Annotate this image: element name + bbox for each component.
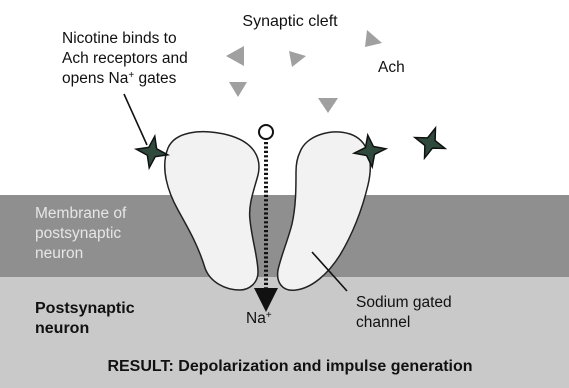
ach-label: Ach bbox=[378, 59, 405, 76]
na-label-sup: + bbox=[266, 310, 272, 321]
nicotine-label-line3-tail: gates bbox=[134, 70, 176, 87]
membrane-label-line3: neuron bbox=[35, 245, 83, 262]
sodium-channel-label-line2: channel bbox=[356, 314, 410, 331]
nicotine-label-line1: Nicotine binds to bbox=[62, 30, 177, 47]
synaptic-cleft-label: Synaptic cleft bbox=[242, 13, 338, 30]
postsynaptic-label-line1: Postsynaptic bbox=[35, 300, 135, 317]
na-label-text: Na bbox=[246, 310, 266, 327]
nicotine-label-line3-text: opens Na bbox=[62, 70, 129, 87]
sodium-channel-label-line1: Sodium gated bbox=[356, 294, 452, 311]
membrane-label-line1: Membrane of bbox=[35, 205, 127, 222]
nicotine-label-line2: Ach receptors and bbox=[62, 50, 188, 67]
postsynaptic-label-line2: neuron bbox=[35, 320, 89, 337]
result-label: RESULT: Depolarization and impulse gener… bbox=[107, 358, 472, 375]
nicotine-label-line3: opens Na+ gates bbox=[62, 70, 177, 88]
membrane-label-line2: postsynaptic bbox=[35, 225, 121, 242]
na-ion-circle-icon bbox=[259, 125, 273, 139]
